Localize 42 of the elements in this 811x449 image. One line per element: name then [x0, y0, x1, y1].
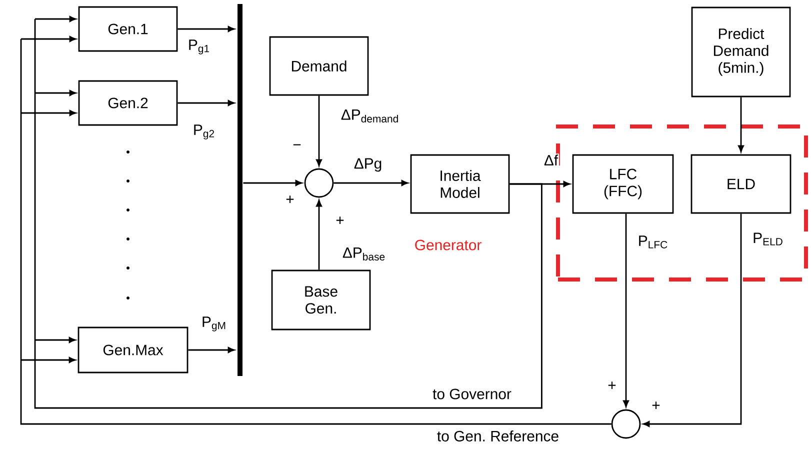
summing-junction — [304, 168, 334, 198]
summing-junction — [611, 409, 641, 439]
arrow — [20, 36, 612, 425]
arrow — [178, 100, 235, 106]
bus-bar — [238, 4, 242, 376]
arrow — [623, 214, 629, 408]
edge-label: P$_{g1}$ — [186, 38, 212, 56]
edge-label: to Governor — [432, 388, 512, 400]
sign-label: + — [286, 196, 294, 203]
sign-label: + — [336, 216, 344, 224]
edge-label: P$_{gM}$ — [200, 316, 228, 332]
edge-label: ΔP$_{demand}$ — [340, 108, 400, 124]
demand-box: Demand — [269, 36, 369, 96]
arrow — [316, 96, 322, 166]
arrow — [334, 180, 408, 186]
sign-label: + — [652, 402, 660, 409]
dispatch-box: ELD — [690, 154, 792, 214]
generator-box: Gen.Max — [78, 326, 188, 374]
arrow — [188, 347, 235, 353]
generator-box: Gen.2 — [78, 80, 178, 126]
edge-label: P$_{ELD}$ — [752, 232, 784, 246]
generator-box: Gen.1 — [78, 6, 178, 52]
edge-label: P$_{g2}$ — [192, 124, 216, 140]
sign-label: + — [608, 382, 616, 389]
sign-label: − — [293, 144, 301, 146]
edge-label: P$_{LFC}$ — [636, 234, 670, 250]
arrow — [316, 200, 322, 270]
arrow — [178, 26, 235, 32]
base-generator-box: Base Gen. — [271, 270, 371, 330]
inertia-model-box: Inertia Model — [410, 154, 510, 214]
arrow — [243, 180, 302, 186]
edge-label: Δf — [542, 154, 560, 166]
arrow — [738, 97, 744, 152]
arrow — [510, 181, 570, 187]
controller-box: LFC (FFC) — [572, 154, 674, 214]
prediction-box: Predict Demand (5min.) — [691, 6, 791, 98]
arrow — [642, 214, 742, 427]
block-title: Generator — [415, 240, 482, 250]
edge-label: to Gen. Reference — [436, 430, 560, 442]
edge-label: ΔPg — [352, 157, 384, 173]
edge-label: ΔP$_{base}$ — [341, 246, 387, 262]
arrow — [34, 16, 542, 409]
